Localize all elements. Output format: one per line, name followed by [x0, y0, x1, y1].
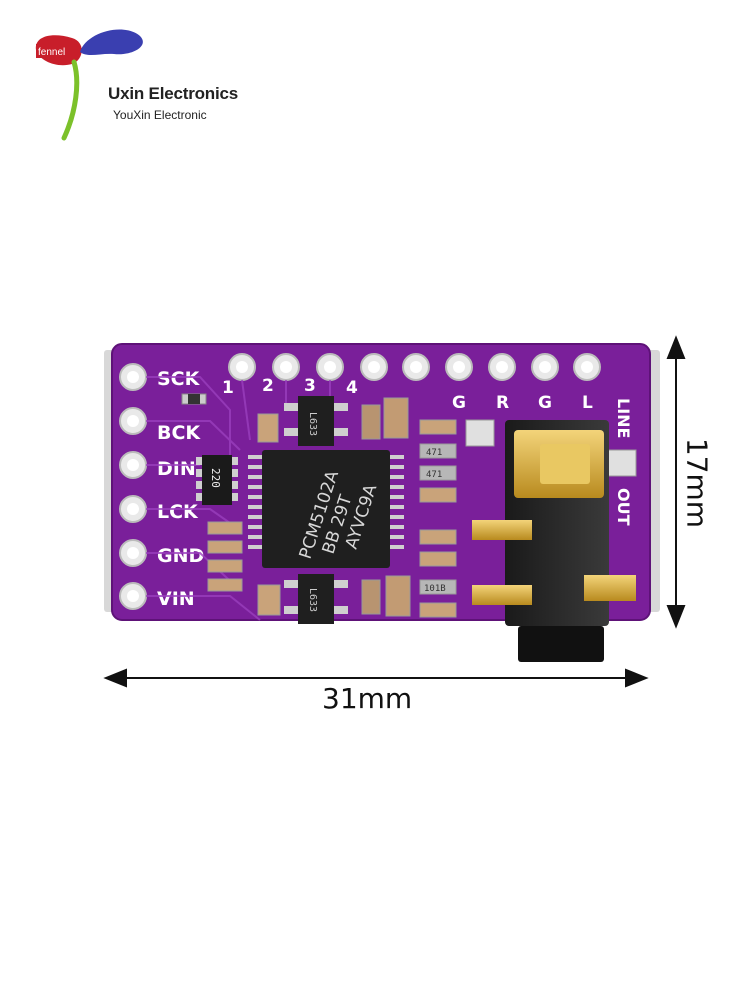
- regulator-top-label: L633: [307, 412, 318, 436]
- cap-mark-471-a: 471: [426, 448, 442, 458]
- logo-text: fennel: [38, 47, 65, 58]
- pcm5102a-chip: PCM5102A BB 29T AYVC9A: [248, 450, 404, 568]
- top-label-1: 1: [222, 378, 234, 398]
- side-label-line: LINE: [614, 398, 633, 438]
- cap-mark-101b: 101B: [424, 584, 446, 594]
- top-label-4: 4: [346, 378, 358, 398]
- brand-name: Uxin Electronics: [108, 84, 239, 103]
- resistor-array: 220: [196, 455, 238, 505]
- brand-logo: fennel: [35, 29, 143, 141]
- top-label-2: 2: [262, 376, 274, 396]
- width-dimension-label: 31mm: [322, 682, 413, 715]
- smd-passives-right: 471 471 101B: [361, 397, 457, 618]
- top-label-l: L: [582, 393, 593, 413]
- logo-green-stem: [61, 59, 80, 141]
- pin-label-lck: LCK: [157, 501, 199, 523]
- top-label-g2: G: [538, 393, 552, 413]
- top-header-pads: [228, 353, 601, 381]
- top-label-g1: G: [452, 393, 466, 413]
- width-dimension-arrow: [103, 668, 649, 688]
- height-dimension-label: 17mm: [680, 437, 714, 529]
- side-label-out: OUT: [614, 488, 633, 526]
- brand-subtitle: YouXin Electronic: [113, 108, 207, 122]
- cap-mark-471-b: 471: [426, 470, 442, 480]
- pin-label-bck: BCK: [157, 422, 201, 444]
- top-label-r: R: [496, 393, 509, 413]
- regulator-bottom: L633: [284, 574, 348, 624]
- pin-label-gnd: GND: [157, 545, 204, 567]
- pin-label-sck: SCK: [157, 368, 201, 390]
- regulator-top: L633: [284, 396, 348, 446]
- regulator-bottom-label: L633: [307, 588, 318, 612]
- height-dimension-arrow: [666, 335, 686, 629]
- resistor-array-label: 220: [209, 468, 222, 488]
- audio-jack: [465, 419, 637, 662]
- pin-label-vin: VIN: [157, 588, 195, 610]
- logo-blue-leaf: [80, 29, 143, 56]
- top-label-3: 3: [304, 376, 316, 396]
- smd-passives-left: [207, 413, 281, 616]
- pin-label-din: DIN: [157, 458, 196, 480]
